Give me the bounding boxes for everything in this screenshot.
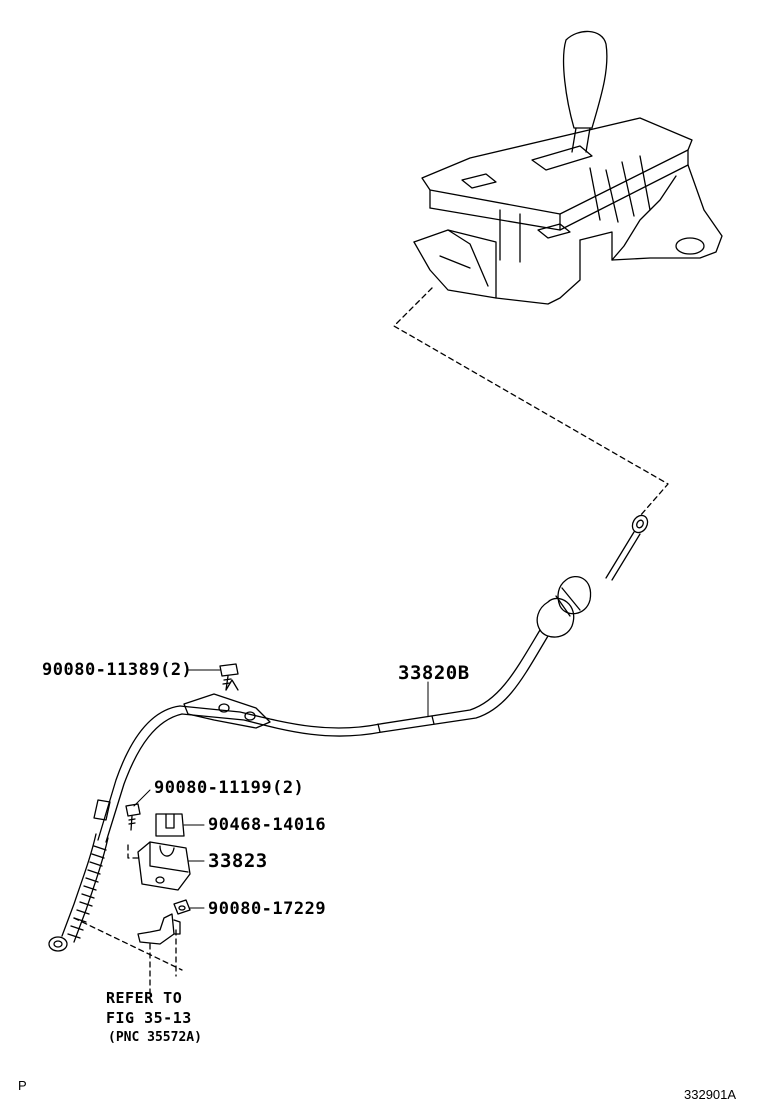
callout-leaders	[133, 669, 429, 909]
control-cable	[48, 514, 649, 952]
refer-line-1: REFER TO	[106, 989, 183, 1007]
callout-nut: 90080-17229	[208, 899, 327, 919]
refer-line-3: (PNC 35572A)	[108, 1030, 202, 1045]
callout-bracket: 33823	[208, 850, 268, 872]
bracket-part	[137, 841, 191, 891]
bolt-mid	[125, 803, 141, 831]
callout-bolt-mid: 90080-11199(2)	[154, 778, 305, 798]
shift-lever-assembly	[413, 30, 723, 305]
stay-part	[137, 913, 181, 945]
dashed-leader-lines	[73, 287, 669, 999]
bolt-top	[219, 663, 239, 691]
clip-part	[155, 813, 185, 837]
callout-bolt-top: 90080-11389(2)	[42, 660, 193, 680]
footer-left-mark: P	[18, 1078, 27, 1093]
nut-part	[173, 899, 191, 915]
callout-cable: 33820B	[398, 662, 470, 684]
refer-line-2: FIG 35-13	[106, 1009, 192, 1027]
callout-clip: 90468-14016	[208, 815, 327, 835]
illustration-code: 332901A	[684, 1087, 737, 1102]
